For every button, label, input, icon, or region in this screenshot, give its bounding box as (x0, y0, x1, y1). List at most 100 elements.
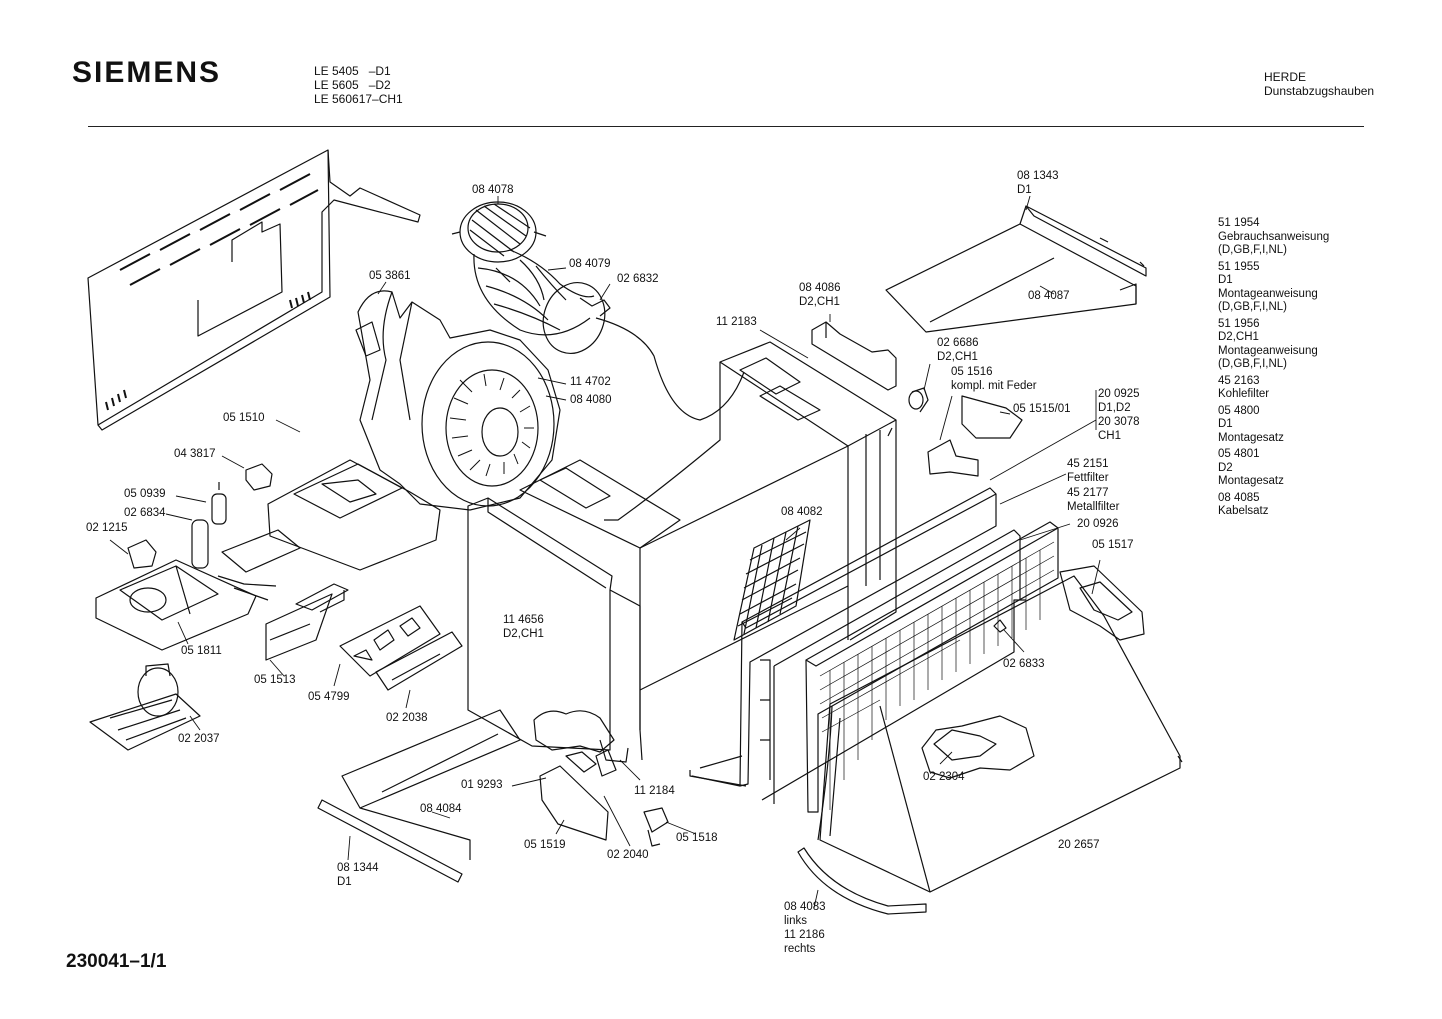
accessory-description: Gebrauchsanweisung (1218, 230, 1330, 243)
model-list: LE 5405 –D1 LE 5605 –D2 LE 560617–CH1 (314, 64, 403, 106)
part-label-variant: links (784, 915, 808, 927)
part-label: 20 2657 (1058, 839, 1100, 851)
part-label: 02 6686 (937, 337, 979, 349)
part-label: 02 6833 (1003, 658, 1045, 670)
control-tray (217, 459, 441, 601)
part-label: 45 2177 (1067, 487, 1109, 499)
circuit-board (265, 583, 463, 691)
part-label: 08 4084 (420, 803, 462, 815)
part-label: 08 4078 (472, 184, 514, 196)
lamp-bulb (89, 663, 201, 751)
part-label: 02 6834 (124, 507, 166, 519)
capacitor (191, 482, 227, 569)
side-rail (797, 847, 927, 915)
part-label: 08 4083 (784, 901, 826, 913)
terminal-block (127, 463, 273, 569)
accessory-description: D1 (1218, 418, 1233, 430)
part-label: 08 4082 (781, 506, 823, 518)
canopy-hood (817, 565, 1183, 893)
part-label: 02 2304 (923, 771, 965, 783)
part-label: 01 9293 (461, 779, 503, 791)
grille-insert (733, 519, 811, 641)
part-label-variant: D2,CH1 (937, 351, 978, 363)
part-label-variant: D1 (337, 876, 352, 888)
document-number: 230041–1/1 (66, 951, 167, 972)
front-panel (467, 497, 641, 763)
accessory-number: 51 1954 (1218, 217, 1260, 229)
lamp-holder (95, 559, 257, 651)
part-label: 08 1344 (337, 862, 379, 874)
part-label-variant: Metallfilter (1067, 501, 1120, 513)
part-label-variant: Fettfilter (1067, 472, 1109, 484)
part-label: 20 0926 (1077, 518, 1119, 530)
accessory-description: Montagesatz (1218, 431, 1284, 444)
part-label: 08 1343 (1017, 170, 1059, 182)
part-label: 05 1518 (676, 832, 718, 844)
part-label: 08 4086 (799, 282, 841, 294)
bottom-brackets (539, 749, 669, 847)
part-label: 02 2040 (607, 849, 649, 861)
part-label: 05 1510 (223, 412, 265, 424)
part-label: 11 2183 (716, 316, 757, 328)
accessory-number: 45 2163 (1218, 374, 1260, 387)
accessory-description: (D,GB,F,I,NL) (1218, 358, 1288, 370)
part-label-variant: D1,D2 (1098, 402, 1131, 414)
accessory-description: D2,CH1 (1218, 331, 1259, 343)
accessory-description: D2 (1218, 461, 1233, 474)
part-label: 04 3817 (174, 448, 216, 460)
accessory-description: Kabelsatz (1218, 505, 1269, 517)
category-block: HERDE Dunstabzugshauben (1264, 70, 1374, 98)
accessory-description: Montagesatz (1218, 475, 1284, 487)
accessory-number: 05 4800 (1218, 404, 1260, 417)
model-line: LE 5605 –D2 (314, 78, 391, 92)
part-label-variant: D2,CH1 (799, 296, 840, 308)
part-label-variant: D1 (1017, 184, 1032, 196)
accessory-number: 08 4085 (1218, 491, 1260, 504)
part-label: 20 0925 (1098, 388, 1140, 400)
accessory-description: Kohlefilter (1218, 388, 1270, 400)
accessory-number: 05 4801 (1218, 448, 1260, 460)
brand-logo: SIEMENS (72, 56, 222, 89)
part-label: 05 1516 (951, 366, 993, 378)
part-label: 11 4656 (503, 614, 544, 626)
part-label: 05 1515/01 (1013, 403, 1071, 415)
exhaust-duct (451, 201, 611, 354)
part-label: 11 2186 (784, 929, 825, 941)
accessory-description: D1 (1218, 274, 1233, 286)
part-label: 05 4799 (308, 691, 350, 703)
part-label: 08 4087 (1028, 290, 1070, 302)
part-label: 02 1215 (86, 522, 128, 534)
part-label: 11 4702 (570, 376, 611, 388)
header-divider (88, 126, 1364, 127)
leader-lines (109, 195, 1101, 909)
small-parts-right (908, 387, 1023, 477)
part-label-variant: kompl. mit Feder (951, 380, 1037, 392)
accessory-description: Montageanweisung (1218, 287, 1318, 300)
part-label: 05 1811 (181, 645, 222, 657)
part-label: 05 3861 (369, 270, 411, 282)
part-label: 05 0939 (124, 488, 166, 500)
cable (595, 317, 745, 421)
part-label: 05 1519 (524, 839, 566, 851)
part-label: 20 3078 (1098, 416, 1140, 428)
back-panel (87, 149, 421, 431)
part-label-variant: rechts (784, 943, 816, 955)
bottom-rail (317, 709, 521, 883)
model-line: LE 5405 –D1 (314, 64, 391, 78)
accessory-number: 51 1955 (1218, 260, 1260, 273)
part-label-variant: CH1 (1098, 430, 1122, 442)
part-label: 08 4080 (570, 394, 612, 406)
model-line: LE 560617–CH1 (314, 92, 403, 106)
cable-bracket (811, 321, 897, 391)
part-label: 02 2037 (178, 733, 220, 745)
part-label: 05 1517 (1092, 539, 1134, 551)
